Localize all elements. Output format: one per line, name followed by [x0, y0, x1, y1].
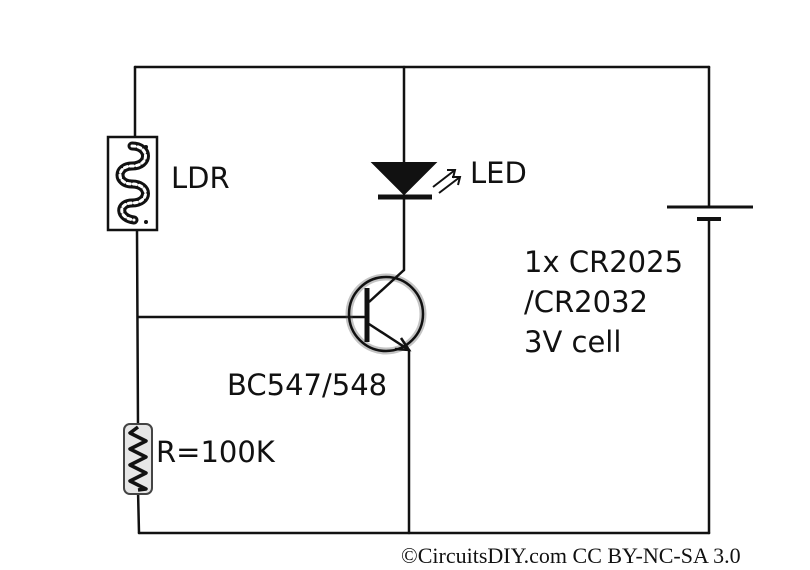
- led-light-arrows: [432, 169, 462, 194]
- transistor-collector: [368, 269, 405, 303]
- ldr-squiggle-highlight: [118, 144, 147, 222]
- resistor-zigzag: [128, 425, 148, 492]
- transistor-outline: [347, 275, 425, 353]
- transistor-emitter: [368, 322, 410, 352]
- ldr-symbol: [106, 135, 159, 232]
- wires: [133, 65, 711, 535]
- left-wire-bottom: [136, 488, 141, 535]
- transistor-label: BC547/548: [227, 368, 387, 402]
- left-wire-middle: [135, 228, 140, 429]
- ldr-dot-top: [144, 145, 148, 149]
- resistor-label: R=100K: [156, 435, 276, 469]
- resistor-symbol: [123, 423, 153, 495]
- battery-label-line1: 1x CR2025: [524, 245, 683, 279]
- emitter-arrow-icon: [394, 337, 412, 352]
- battery-label-line2: /CR2032: [524, 285, 648, 319]
- transistor-symbol: [345, 269, 427, 355]
- battery-label-line3: 3V cell: [524, 325, 621, 359]
- led-symbol: [370, 162, 462, 200]
- copyright-credit: ©CircuitsDIY.com CC BY-NC-SA 3.0: [401, 543, 741, 568]
- led-label: LED: [470, 156, 527, 190]
- ldr-label: LDR: [171, 161, 230, 195]
- battery-symbol: [667, 205, 753, 221]
- ldr-dot-bottom: [144, 220, 148, 224]
- led-triangle: [370, 162, 438, 196]
